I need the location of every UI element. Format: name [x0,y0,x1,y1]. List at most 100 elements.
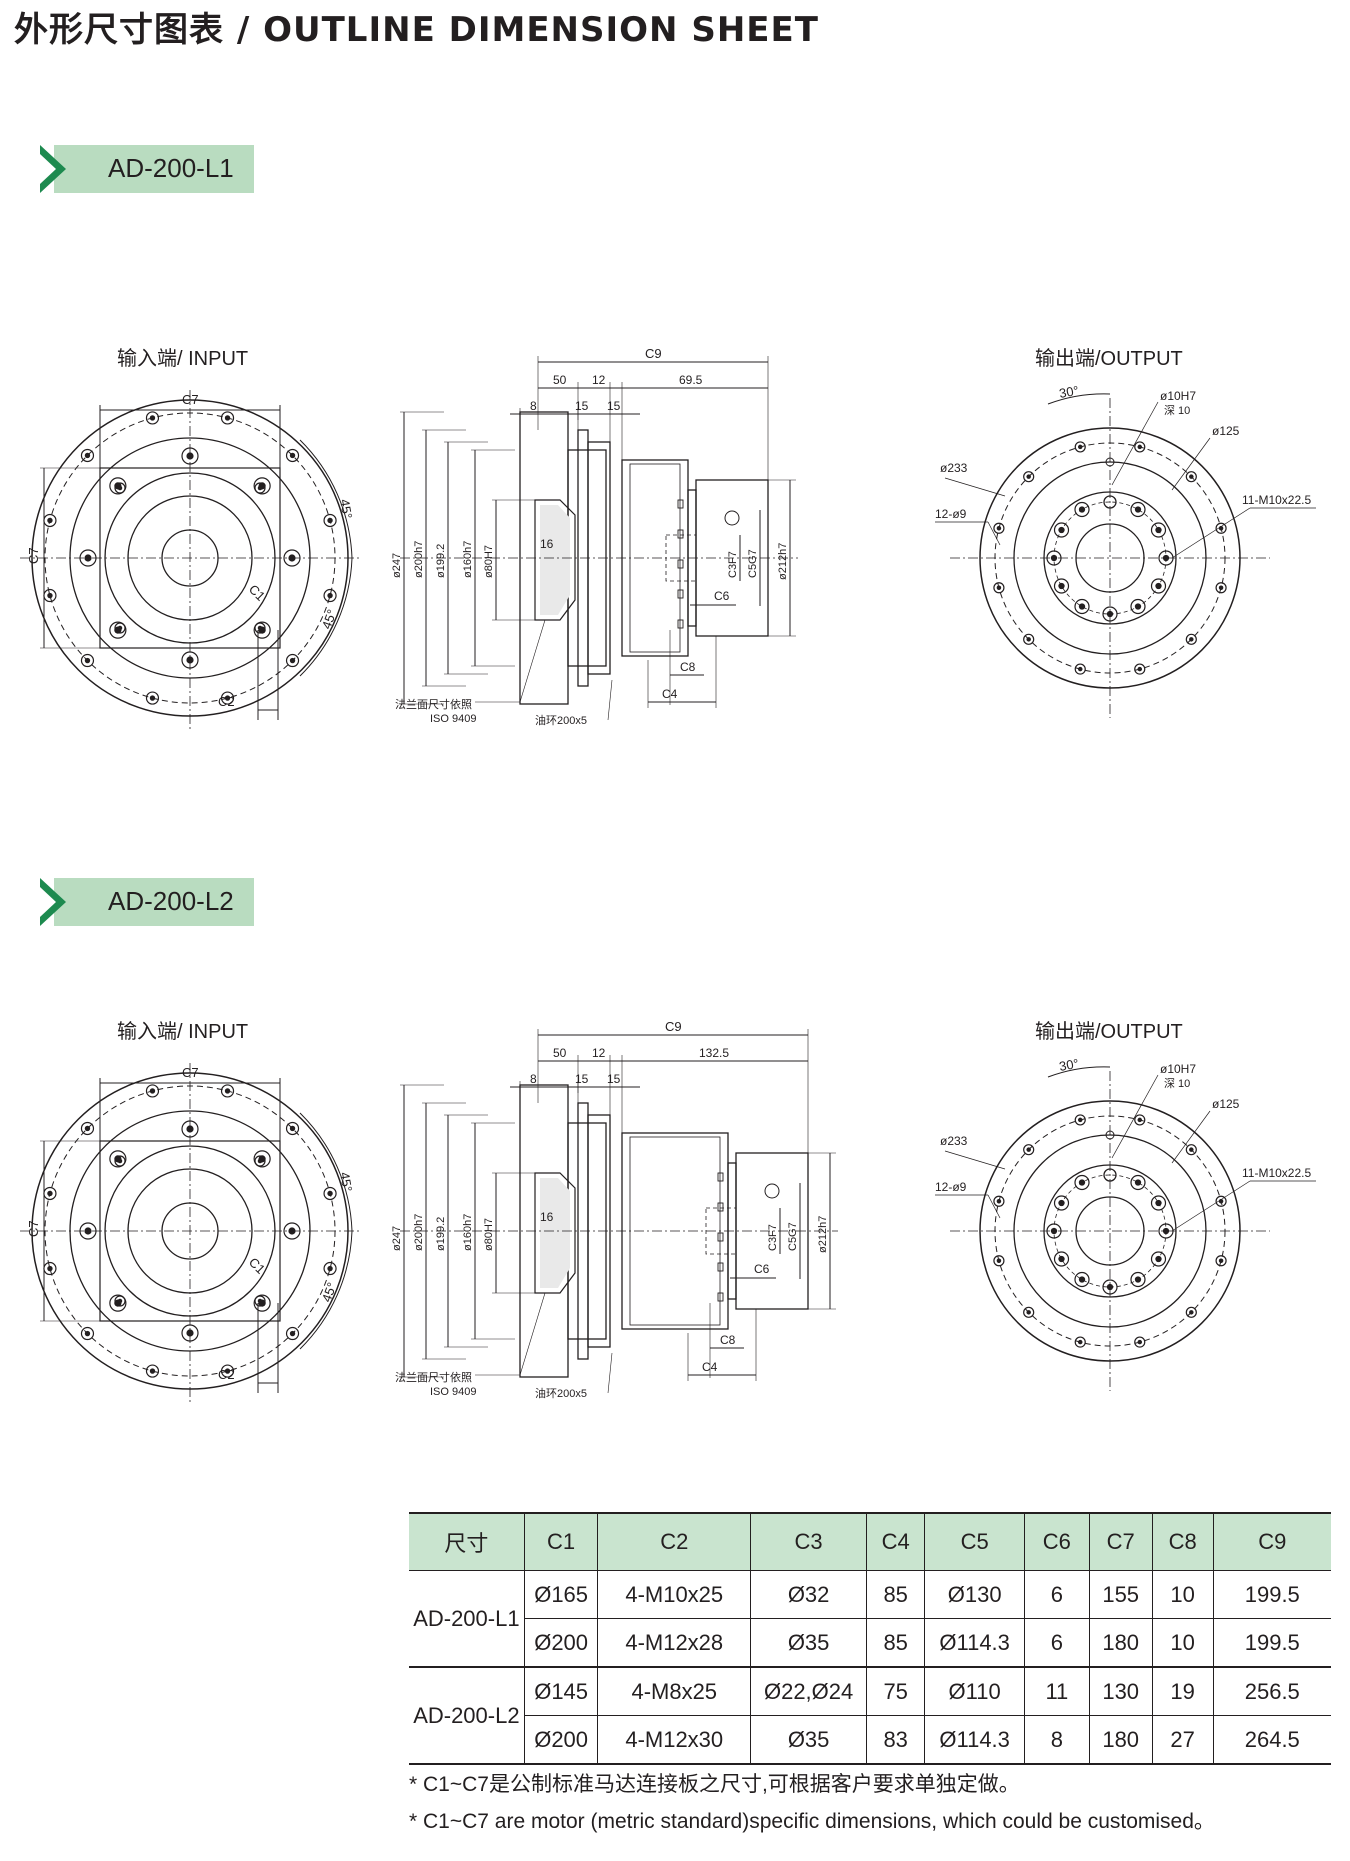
dimension-label: ø200h7 [413,1214,425,1251]
table-cell: Ø200 [523,1618,598,1668]
flange-circle [323,588,337,603]
body-outline [717,1292,724,1302]
flange-circle [253,621,271,639]
flange-circle [323,1261,337,1276]
dimension-label: ø199.2 [435,544,447,578]
flange-circle [993,1195,1005,1207]
model-tag-label: AD-200-L1 [108,153,234,183]
dimension-line [607,1352,613,1394]
flange-circle [109,1294,127,1312]
dimension-label: 15 [575,399,589,413]
dimension-line [987,521,1001,546]
table-cell: 264.5 [1212,1715,1331,1765]
flange-circle [1074,1114,1086,1126]
flange-circle [1189,1147,1194,1152]
dimension-label: ø160h7 [462,1214,474,1251]
dimension-line [607,679,613,721]
dimension-line [987,1194,1001,1219]
body-outline [677,499,684,509]
flange-circle [117,625,123,631]
flange-circle [47,517,53,524]
dimension-label: C9 [665,1019,682,1034]
flange-circle [1023,471,1035,483]
flange-circle [1130,598,1146,615]
dimension-label: ø200h7 [413,541,425,578]
angle-arc [1047,1066,1111,1078]
flange-circle [1189,637,1194,642]
flange-circle [254,482,266,494]
table-cell: 85 [866,1618,925,1668]
dimension-label: 12 [592,373,606,387]
flange-circle [253,1294,271,1312]
dimension-label: C4 [662,687,678,701]
table-cell: Ø165 [523,1570,598,1619]
flange-circle [1155,1255,1162,1263]
flange-circle [1077,666,1083,672]
flange-circle [186,452,194,460]
dimension-label: C7 [182,392,199,407]
dimension-label: C3F7 [767,1224,779,1251]
dimension-label: ø233 [940,461,968,475]
flange-circle [145,411,160,425]
dimension-line [944,477,1006,497]
note-text: ISO 9409 [430,1386,476,1398]
flange-circle [109,477,127,495]
flange-circle [1026,1147,1031,1152]
flange-circle [1078,1276,1086,1283]
page-title: 外形尺寸图表 / OUTLINE DIMENSION SHEET [14,10,819,50]
dimension-label: C7 [26,1220,41,1237]
flange-circle [1023,1306,1035,1318]
body-outline [677,589,684,599]
flange-circle [1074,1174,1090,1191]
dimension-label: 15 [607,399,621,413]
flange-circle [1134,603,1142,610]
flange-circle [80,1121,95,1136]
flange-circle [724,510,740,526]
flange-circle [114,482,126,494]
flange-circle [47,592,53,599]
flange-circle [149,415,156,421]
dimension-label: 15 [575,1072,589,1086]
dimension-label: 深 10 [1164,404,1190,417]
flange-circle [149,1088,156,1094]
flange-circle [764,1183,780,1199]
dimension-label: C4 [702,1360,718,1374]
dimension-label: 45° [337,498,355,520]
note-text: ISO 9409 [430,713,476,725]
flange-circle [1074,598,1090,615]
flange-circle [109,621,127,639]
flange-circle [323,513,337,528]
table-header-cell: C2 [597,1512,751,1571]
table-header-cell: C9 [1212,1512,1331,1571]
angle-arc [299,1230,353,1350]
dimension-label: C2 [218,1367,235,1382]
flange-circle [1078,603,1086,610]
flange-circle [1026,474,1031,479]
table-cell: 180 [1088,1618,1153,1668]
flange-circle [1134,1276,1142,1283]
dimension-label: 45° [319,1280,340,1304]
flange-circle [1150,1195,1167,1211]
flange-circle [109,1150,127,1168]
table-cell: 83 [866,1715,925,1765]
flange-circle [117,485,123,491]
flange-circle [285,1326,300,1341]
dimension-line [1171,507,1251,559]
flange-circle [257,1158,263,1164]
flange-circle [1074,663,1086,675]
flange-circle [1134,441,1146,453]
table-cell: Ø32 [750,1570,867,1619]
flange-circle [1134,506,1142,513]
flange-circle [257,485,263,491]
flange-circle [1053,522,1070,538]
flange-circle [220,411,235,425]
table-cell: 130 [1088,1667,1153,1716]
flange-circle [1137,444,1143,450]
table-model-cell: AD-200-L2 [409,1667,525,1765]
dimension-label: ø10H7 [1160,1062,1196,1076]
flange-circle [1074,1271,1090,1288]
dimension-label: ø247 [391,553,403,578]
